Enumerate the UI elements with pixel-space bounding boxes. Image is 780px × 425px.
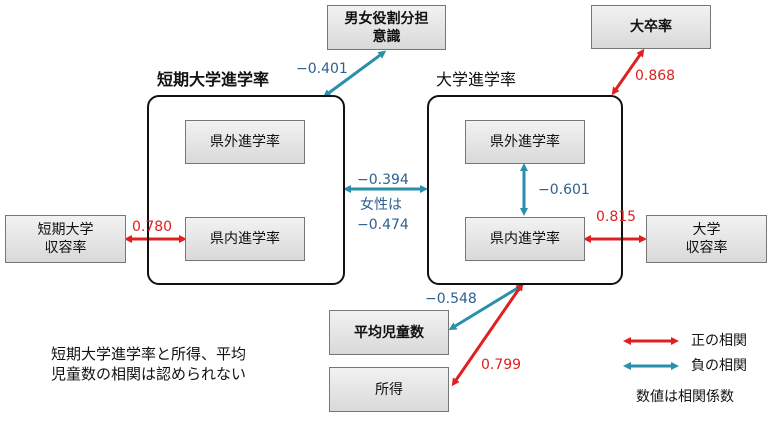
avg-children-label: 平均児童数 xyxy=(354,324,424,341)
income-label: 所得 xyxy=(375,381,403,398)
edge-value-u-in-income: 0.799 xyxy=(481,357,522,373)
legend-footnote: 数値は相関係数 xyxy=(636,389,734,405)
edge-value-jc-capacity-in: 0.780 xyxy=(132,219,173,235)
u-in-pref-node: 県内進学率 xyxy=(465,217,585,261)
edge-value-univ-grad-u: 0.868 xyxy=(635,68,676,84)
edge-value-u-in-capacity: 0.815 xyxy=(596,209,637,225)
u-in-pref-label: 県内進学率 xyxy=(490,231,560,247)
u-out-pref-label: 県外進学率 xyxy=(490,134,560,150)
arrow-univ-grad-u xyxy=(611,48,645,96)
u-capacity-label: 大学 収容率 xyxy=(685,222,728,256)
income-node: 所得 xyxy=(329,367,449,412)
university-title: 大学進学率 xyxy=(436,70,517,89)
jc-in-pref-label: 県内進学率 xyxy=(210,231,280,247)
edge-value-u-out-in: −0.601 xyxy=(538,182,590,198)
jc-capacity-label: 短期大学 収容率 xyxy=(37,222,94,256)
jc-out-pref-node: 県外進学率 xyxy=(185,120,305,164)
edge-value-u-in-children: −0.548 xyxy=(425,291,477,307)
note-text: 短期大学進学率と所得、平均 児童数の相関は認められない xyxy=(51,345,247,383)
university-group xyxy=(427,95,623,285)
univ-grad-rate-node: 大卒率 xyxy=(591,5,711,49)
gender-role-label: 男女役割分担 意識 xyxy=(344,10,429,45)
avg-children-node: 平均児童数 xyxy=(329,310,449,355)
jc-out-pref-label: 県外進学率 xyxy=(210,134,280,150)
u-capacity-node: 大学 収容率 xyxy=(646,215,767,263)
junior-college-title: 短期大学進学率 xyxy=(157,70,270,89)
edge-value-jc-u-female: −0.474 xyxy=(357,217,409,233)
jc-capacity-node: 短期大学 収容率 xyxy=(5,215,126,263)
univ-grad-rate-label: 大卒率 xyxy=(630,19,672,35)
arrow-u-in-income xyxy=(451,282,524,387)
legend-negative-label: 負の相関 xyxy=(691,358,747,374)
u-out-pref-node: 県外進学率 xyxy=(465,120,585,164)
arrow-gender-role-jc xyxy=(322,50,387,98)
legend-positive-label: 正の相関 xyxy=(691,333,747,349)
edge-value-jc-u-total: −0.394 xyxy=(357,172,409,188)
edge-value-gender-role-jc: −0.401 xyxy=(296,61,348,77)
gender-role-node: 男女役割分担 意識 xyxy=(327,5,446,50)
junior-college-group xyxy=(147,95,345,285)
jc-in-pref-node: 県内進学率 xyxy=(185,217,305,261)
edge-label-jc-u-female: 女性は xyxy=(360,197,402,213)
